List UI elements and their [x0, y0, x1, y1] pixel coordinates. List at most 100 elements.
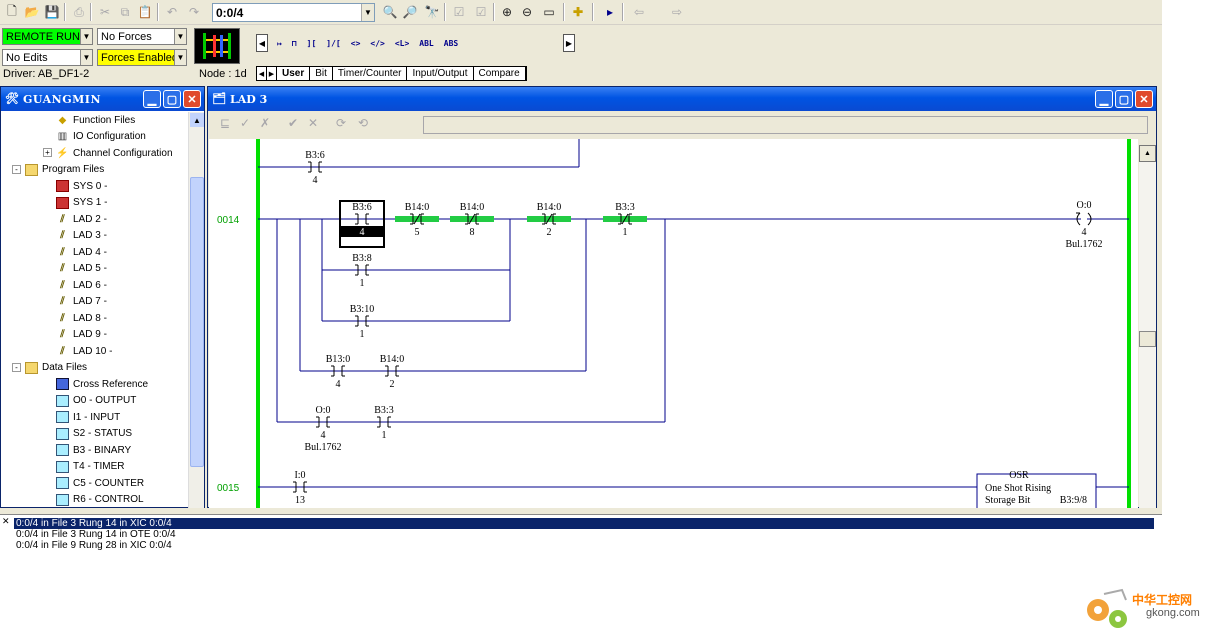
mode-dropdown[interactable]: REMOTE RUN ▼ [2, 28, 93, 45]
chevron-down-icon[interactable]: ▼ [174, 29, 186, 44]
tree-item[interactable]: R6 - CONTROL [56, 492, 144, 508]
save-icon[interactable]: 💾 [44, 5, 60, 19]
start-rung-edit-icon[interactable]: ⊑ [220, 116, 231, 130]
expand-icon[interactable]: + [43, 148, 52, 157]
ladder-canvas[interactable]: B3:640014B3:64B14:05B14:08B14:02B3:314O:… [209, 139, 1138, 508]
instruction-button[interactable]: ][ [306, 39, 317, 48]
tab-timer-counter[interactable]: Timer/Counter [333, 67, 408, 80]
back-icon[interactable]: ⇦ [633, 5, 645, 19]
redo-icon[interactable]: ↷ [188, 5, 200, 19]
instruction-button[interactable]: ]/[ [326, 39, 341, 48]
forces-dropdown[interactable]: No Forces ▼ [97, 28, 187, 45]
chevron-right-icon[interactable]: ▶ [563, 34, 575, 52]
chevron-up-icon[interactable]: ▲ [1139, 145, 1156, 162]
zoom-out-icon[interactable]: ⊖ [521, 5, 533, 19]
paste-icon[interactable]: 📋 [137, 5, 153, 19]
window-icon[interactable]: ▭ [543, 5, 555, 19]
collapse-icon[interactable]: - [12, 164, 21, 174]
close-icon[interactable]: ✕ [1135, 90, 1153, 108]
tree-item[interactable]: T4 - TIMER [56, 459, 124, 475]
ladder-titlebar[interactable]: 🗂 LAD 3 ▁ ▢ ✕ [208, 87, 1156, 111]
tree-item[interactable]: ⫽LAD 3 - [56, 228, 107, 244]
minimize-icon[interactable]: ▁ [1095, 90, 1113, 108]
find-next-icon[interactable]: 🔎 [402, 5, 418, 19]
chevron-up-icon[interactable]: ▲ [190, 113, 204, 127]
accept-edits-icon[interactable]: ✓ [240, 116, 251, 130]
run-icon[interactable]: ▸ [606, 5, 614, 19]
tree-item[interactable]: B3 - BINARY [56, 442, 131, 458]
instruction-button[interactable]: <> [350, 39, 361, 48]
untest-edits-icon[interactable]: ⟲ [358, 116, 369, 130]
tree-item[interactable]: O0 - OUTPUT [56, 393, 136, 409]
tree-item[interactable]: ⫽LAD 5 - [56, 261, 107, 277]
instruction-button[interactable]: <L> [394, 39, 410, 48]
tab-user[interactable]: User [277, 67, 311, 80]
tab-next-icon[interactable]: ▶ [267, 67, 277, 80]
tree-titlebar[interactable]: 🛠 GUANGMIN ▁ ▢ ✕ [1, 87, 204, 111]
add-icon[interactable]: ✚ [572, 5, 584, 19]
tree-item[interactable]: ▥IO Configuration [56, 129, 146, 145]
copy-icon[interactable]: ⧉ [120, 4, 130, 19]
instruction-button[interactable]: ↦ [277, 39, 282, 48]
close-icon[interactable]: ✕ [183, 90, 201, 108]
tree-item[interactable]: SYS 1 - [56, 195, 107, 211]
close-icon[interactable]: ✕ [2, 516, 10, 526]
instruction-button[interactable]: ⊓ [291, 39, 297, 48]
result-row[interactable]: 0:0/4 in File 3 Rung 14 in OTE 0:0/4 [16, 529, 176, 540]
tree-item[interactable]: ⫽LAD 9 - [56, 327, 107, 343]
scroll-thumb[interactable] [190, 177, 204, 467]
tree-item[interactable]: -Program Files [12, 162, 104, 178]
tab-prev-icon[interactable]: ◀ [257, 67, 267, 80]
tab-input-output[interactable]: Input/Output [407, 67, 474, 80]
tree-item[interactable]: ◆Function Files [56, 112, 136, 128]
tree-item[interactable]: ⫽LAD 6 - [56, 277, 107, 293]
tree-item[interactable]: C5 - COUNTER [56, 475, 144, 491]
cancel-edits-icon[interactable]: ✗ [260, 116, 271, 130]
tree-item[interactable]: ⫽LAD 2 - [56, 211, 107, 227]
instruction-button[interactable]: ABL [419, 39, 434, 48]
assemble-edits-icon[interactable]: ⟳ [336, 116, 347, 130]
maximize-icon[interactable]: ▢ [1115, 90, 1133, 108]
tree-item[interactable]: SYS 0 - [56, 178, 107, 194]
tree-item[interactable]: I1 - INPUT [56, 409, 120, 425]
chevron-down-icon[interactable]: ▼ [80, 50, 92, 65]
test-edits-icon[interactable]: ✔ [288, 116, 299, 130]
find-icon[interactable]: 🔍 [382, 5, 398, 19]
tree-item[interactable]: Cross Reference [56, 376, 148, 392]
verify-file-icon[interactable]: ☑ [453, 5, 465, 19]
rung-comment-field[interactable] [423, 116, 1148, 134]
chevron-left-icon[interactable]: ◀ [256, 34, 268, 52]
tree-item[interactable]: ⫽LAD 7 - [56, 294, 107, 310]
chevron-down-icon[interactable]: ▼ [80, 29, 92, 44]
maximize-icon[interactable]: ▢ [163, 90, 181, 108]
tree-item[interactable]: -Data Files [12, 360, 87, 376]
tree-item[interactable]: ⫽LAD 4 - [56, 244, 107, 260]
result-row[interactable]: 0:0/4 in File 3 Rung 14 in XIC 0:0/4 [14, 518, 1154, 529]
result-row[interactable]: 0:0/4 in File 9 Rung 28 in XIC 0:0/4 [16, 540, 172, 551]
undo-icon[interactable]: ↶ [166, 5, 178, 19]
tree-scrollbar[interactable]: ▲ [188, 112, 204, 508]
open-icon[interactable]: 📂 [24, 5, 40, 19]
tree-item[interactable]: ⫽LAD 8 - [56, 310, 107, 326]
tab-bit[interactable]: Bit [310, 67, 333, 80]
verify-project-icon[interactable]: ☑ [475, 5, 487, 19]
collapse-icon[interactable]: - [12, 362, 21, 372]
new-icon[interactable]: 🗋 [7, 3, 17, 18]
chevron-down-icon[interactable]: ▼ [361, 4, 374, 21]
chevron-down-icon[interactable]: ▼ [174, 50, 186, 65]
instruction-button[interactable]: ABS [443, 39, 459, 48]
minimize-icon[interactable]: ▁ [143, 90, 161, 108]
find-all-icon[interactable]: 🔭 [424, 5, 440, 19]
tab-compare[interactable]: Compare [474, 67, 526, 80]
cut-icon[interactable]: ✂ [99, 5, 111, 19]
zoom-in-icon[interactable]: ⊕ [501, 5, 513, 19]
ladder-scrollbar[interactable]: ▲ [1139, 145, 1156, 508]
tree-item[interactable]: S2 - STATUS [56, 426, 132, 442]
address-combo[interactable]: 0:0/4 ▼ [212, 3, 375, 22]
tree-item[interactable]: +⚡Channel Configuration [43, 145, 173, 161]
forward-icon[interactable]: ⇨ [671, 5, 683, 19]
instruction-button[interactable]: <∕> [370, 39, 385, 48]
delete-icon[interactable]: ✕ [308, 116, 319, 130]
forces-enabled-dropdown[interactable]: Forces Enabled ▼ [97, 49, 187, 66]
scroll-thumb[interactable] [1139, 331, 1156, 347]
